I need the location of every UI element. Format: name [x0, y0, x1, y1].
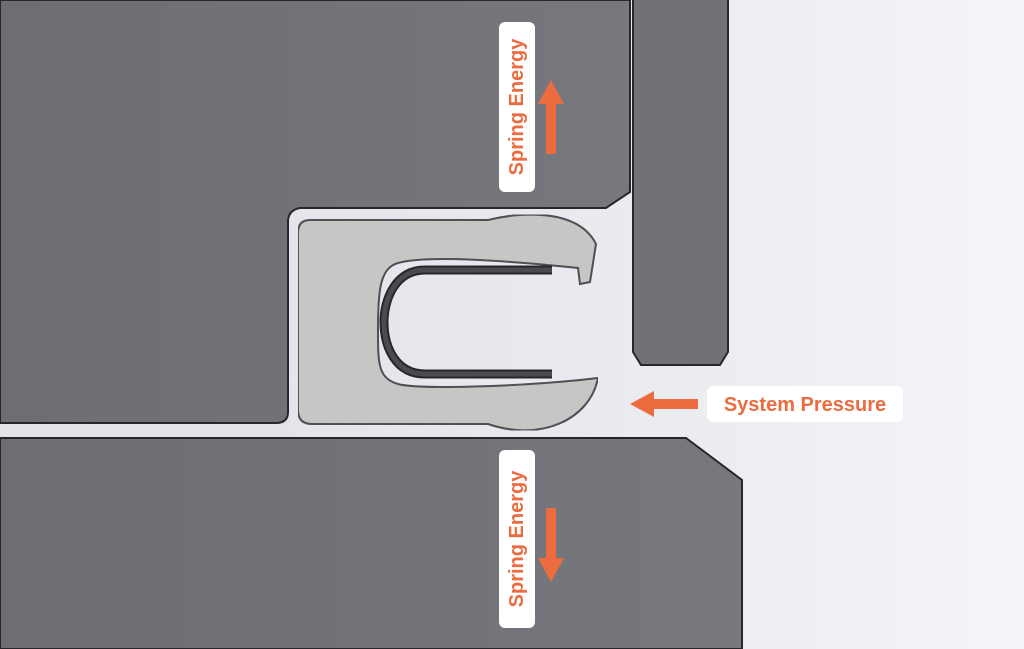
- lower-housing: [0, 437, 743, 649]
- arrow-up-icon: [538, 80, 564, 154]
- top-spring-label-text: Spring Energy: [506, 38, 528, 176]
- seal-jacket: [297, 213, 600, 432]
- bottom-spring-label-box: [499, 450, 535, 628]
- clearance-gap: [0, 423, 290, 437]
- arrow-down-icon: [538, 508, 564, 582]
- vertical-plate: [632, 0, 729, 366]
- top-spring-label: Spring Energy: [499, 22, 535, 192]
- upper-housing: [0, 0, 631, 424]
- bottom-spring-label: Spring Energy: [499, 450, 535, 628]
- system-pressure-label: System Pressure: [707, 386, 903, 422]
- arrow-left-icon: [630, 391, 698, 417]
- top-spring-label-box: [499, 22, 535, 192]
- system-pressure-label-text: System Pressure: [724, 394, 886, 416]
- system-pressure-label-box: [707, 386, 903, 422]
- spring-highlight: [381, 267, 552, 377]
- bottom-spring-label-text: Spring Energy: [506, 470, 528, 608]
